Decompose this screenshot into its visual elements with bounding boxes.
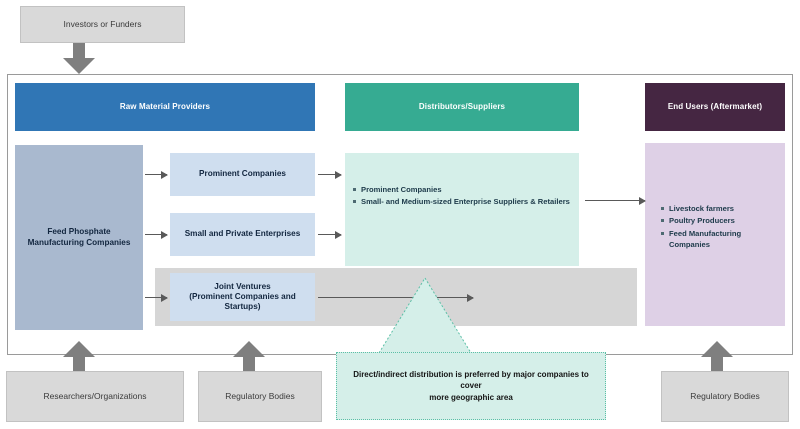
header-raw-material-providers-label: Raw Material Providers bbox=[119, 102, 211, 111]
end-users-bullet-item: Feed Manufacturing Companies bbox=[661, 228, 780, 251]
joint-ventures-box: Joint Ventures (Prominent Companies and … bbox=[170, 273, 315, 321]
manufacturer-label-line1: Feed Phosphate bbox=[47, 227, 111, 237]
header-distributors-suppliers-label: Distributors/Suppliers bbox=[418, 102, 506, 111]
distributors-bullet-item: Small- and Medium-sized Enterprise Suppl… bbox=[353, 196, 574, 207]
researchers-organizations-box: Researchers/Organizations bbox=[6, 371, 184, 422]
joint-ventures-label-line1: Joint Ventures bbox=[214, 281, 271, 291]
investors-down-arrow bbox=[62, 43, 96, 75]
end-users-panel bbox=[645, 143, 785, 326]
end-users-bullet-item: Poultry Producers bbox=[661, 215, 780, 226]
distributors-bullet-list: Prominent Companies Small- and Medium-si… bbox=[352, 184, 574, 209]
distributors-bullet-item: Prominent Companies bbox=[353, 184, 574, 195]
small-and-private-enterprises-label: Small and Private Enterprises bbox=[184, 229, 301, 239]
header-end-users: End Users (Aftermarket) bbox=[645, 83, 785, 131]
end-users-bullet-item: Livestock farmers bbox=[661, 203, 780, 214]
header-raw-material-providers: Raw Material Providers bbox=[15, 83, 315, 131]
header-distributors-suppliers: Distributors/Suppliers bbox=[345, 83, 579, 131]
investors-or-funders-box: Investors or Funders bbox=[20, 6, 185, 43]
joint-ventures-label-line3: Startups) bbox=[224, 302, 261, 312]
manufacturer-label-line2: Manufacturing Companies bbox=[27, 237, 131, 247]
regulatory-bodies-right-label: Regulatory Bodies bbox=[690, 391, 760, 402]
callout-text-line1: Direct/indirect distribution is preferre… bbox=[353, 369, 589, 391]
investors-or-funders-label: Investors or Funders bbox=[63, 19, 142, 30]
callout-text-line2: more geographic area bbox=[429, 392, 513, 402]
arrow-manufacturer-to-joint-ventures bbox=[145, 293, 168, 302]
prominent-companies-label: Prominent Companies bbox=[199, 169, 286, 179]
regulatory-bodies-left-label: Regulatory Bodies bbox=[225, 391, 295, 402]
regulatory-right-up-arrow bbox=[700, 340, 734, 372]
arrow-manufacturer-to-small-private bbox=[145, 230, 168, 239]
end-users-bullet-list: Livestock farmers Poultry Producers Feed… bbox=[660, 203, 780, 252]
small-and-private-enterprises-box: Small and Private Enterprises bbox=[170, 213, 315, 256]
arrow-small-private-to-distributors bbox=[318, 230, 342, 239]
researchers-up-arrow bbox=[62, 340, 96, 372]
regulatory-bodies-right-box: Regulatory Bodies bbox=[661, 371, 789, 422]
joint-ventures-label-line2: (Prominent Companies and bbox=[189, 291, 296, 301]
distribution-callout: Direct/indirect distribution is preferre… bbox=[336, 352, 606, 420]
arrow-joint-ventures-to-distribution bbox=[318, 293, 474, 302]
arrow-manufacturer-to-prominent bbox=[145, 170, 168, 179]
header-end-users-label: End Users (Aftermarket) bbox=[667, 102, 763, 111]
regulatory-bodies-left-box: Regulatory Bodies bbox=[198, 371, 322, 422]
researchers-organizations-label: Researchers/Organizations bbox=[43, 391, 147, 402]
feed-phosphate-manufacturing-companies-box: Feed Phosphate Manufacturing Companies bbox=[15, 145, 143, 330]
regulatory-left-up-arrow bbox=[232, 340, 266, 372]
prominent-companies-box: Prominent Companies bbox=[170, 153, 315, 196]
arrow-prominent-to-distributors bbox=[318, 170, 342, 179]
arrow-distributors-to-end-users bbox=[585, 196, 646, 205]
distributors-panel bbox=[345, 153, 579, 266]
